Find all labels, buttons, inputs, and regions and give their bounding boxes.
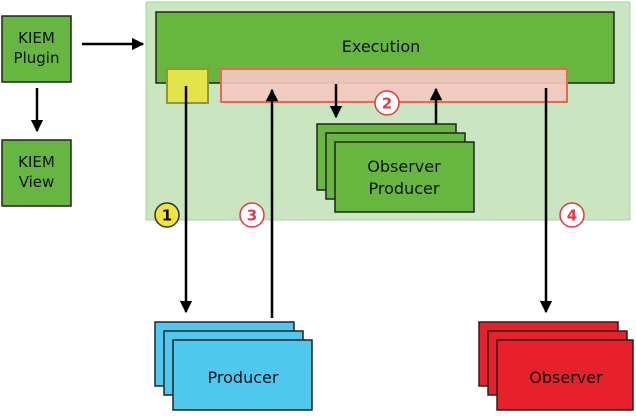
step3-label: 3	[247, 207, 257, 225]
producer-stack: Producer	[154, 321, 313, 411]
producer-label: Producer	[208, 368, 279, 387]
step2-badge: 2	[374, 90, 400, 116]
observer-producer-label-1: Observer	[367, 157, 441, 176]
execution-label: Execution	[342, 37, 421, 56]
kiem-plugin-label-1: KIEM	[18, 29, 55, 47]
kiem-plugin-box: KIEM Plugin	[1, 15, 72, 83]
kiem-view-label-2: View	[19, 173, 55, 191]
producer-slot	[166, 68, 209, 104]
step1-label: 1	[162, 207, 172, 225]
observer-stack: Observer	[478, 321, 634, 411]
observer-producer-stack: Observer Producer	[316, 123, 475, 213]
kiem-view-box: KIEM View	[1, 139, 72, 207]
kiem-view-label-1: KIEM	[18, 153, 55, 171]
step3-badge: 3	[239, 202, 265, 228]
observer-label: Observer	[529, 368, 603, 387]
step4-label: 4	[567, 207, 577, 225]
step4-badge: 4	[559, 202, 585, 228]
step1-badge: 1	[154, 202, 180, 228]
step2-label: 2	[382, 95, 392, 113]
kiem-plugin-label-2: Plugin	[14, 49, 60, 67]
observer-producer-label-2: Producer	[369, 179, 440, 198]
